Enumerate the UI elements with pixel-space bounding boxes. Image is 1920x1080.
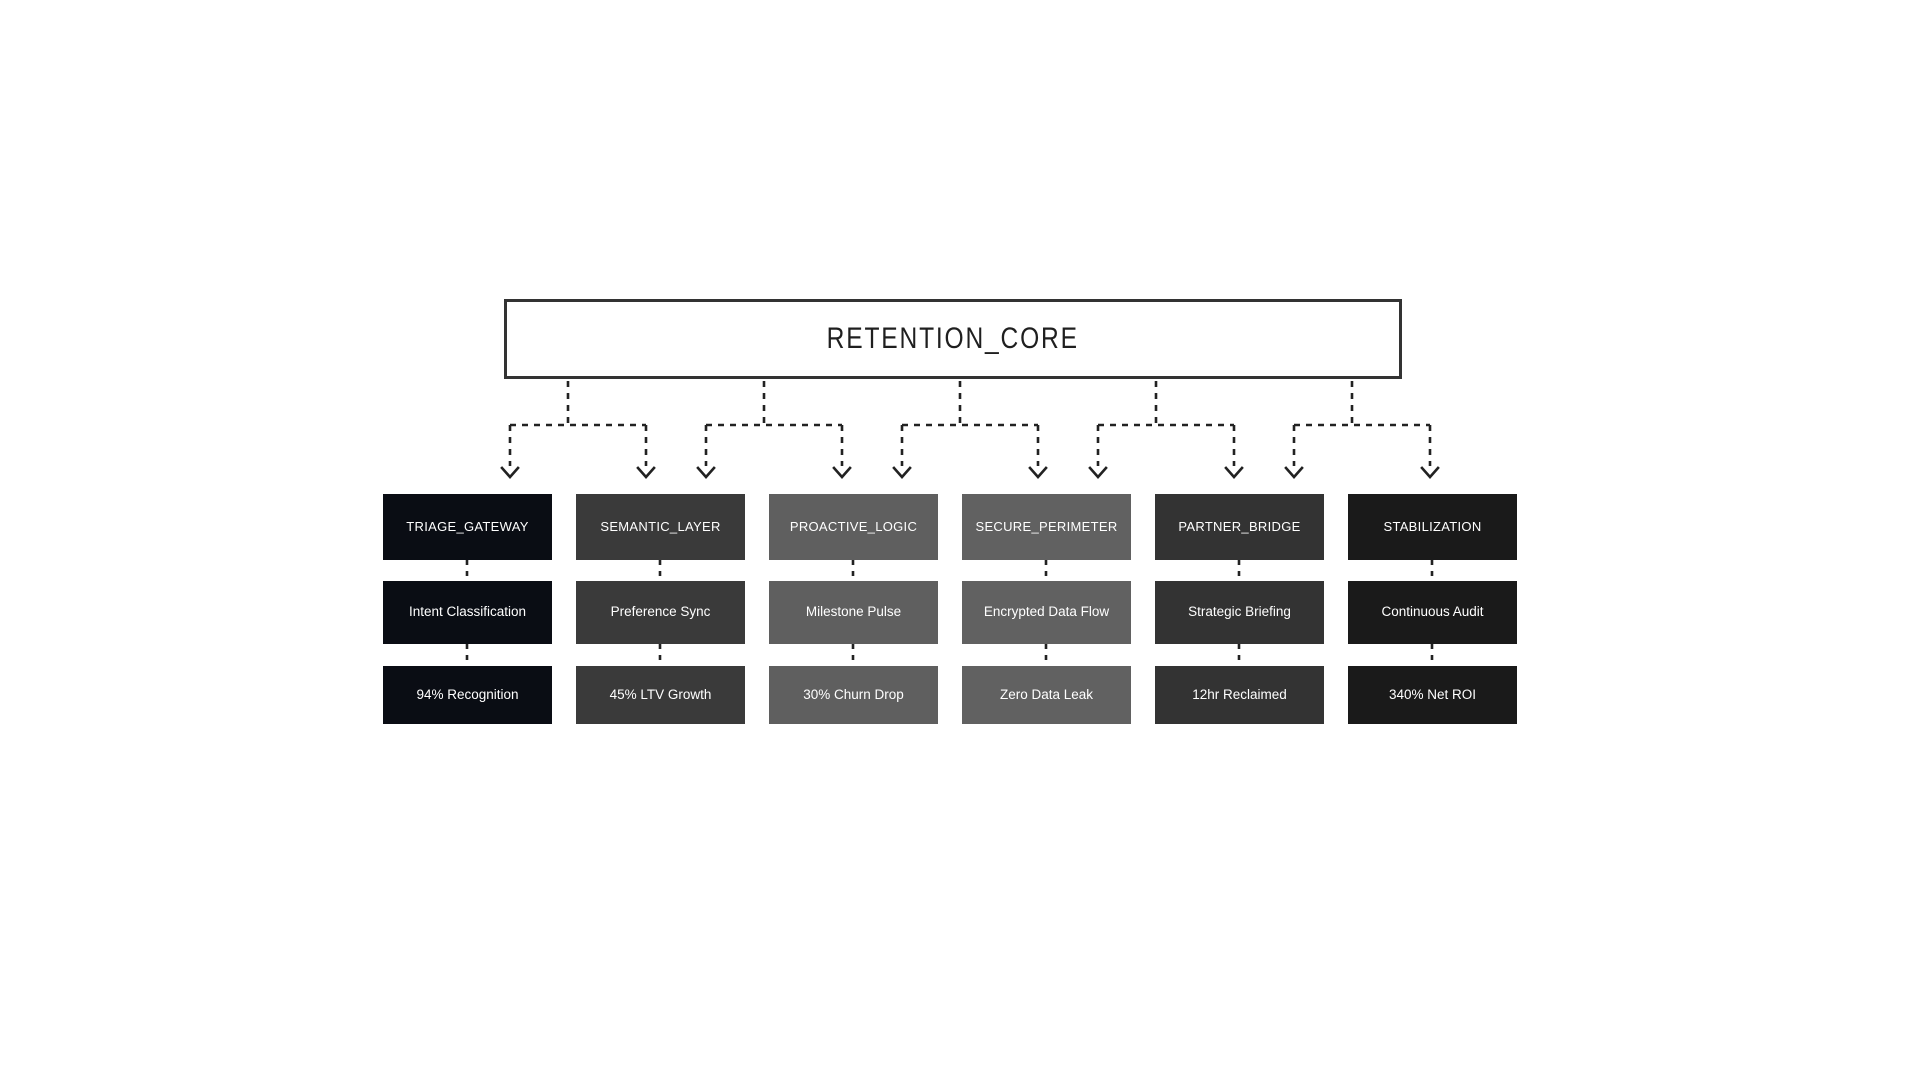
node-head-label: SEMANTIC_LAYER (600, 518, 721, 534)
node-head-proactive-logic[interactable]: PROACTIVE_LOGIC (769, 494, 938, 560)
node-capability-partner-bridge[interactable]: Strategic Briefing (1155, 581, 1324, 644)
node-outcome-label: Zero Data Leak (999, 686, 1094, 702)
column-group: TRIAGE_GATEWAY Intent Classification 94%… (383, 494, 1537, 790)
node-capability-stabilization[interactable]: Continuous Audit (1348, 581, 1517, 644)
node-capability-label: Strategic Briefing (1188, 604, 1291, 620)
node-outcome-label: 94% Recognition (416, 686, 519, 702)
node-head-label: SECURE_PERIMETER (975, 518, 1118, 534)
arrowhead-7 (1088, 466, 1108, 479)
node-outcome-stabilization[interactable]: 340% Net ROI (1348, 666, 1517, 724)
arrowhead-9 (1284, 466, 1304, 479)
node-outcome-proactive-logic[interactable]: 30% Churn Drop (769, 666, 938, 724)
root-node-label: RETENTION_CORE (826, 322, 1080, 355)
node-capability-proactive-logic[interactable]: Milestone Pulse (769, 581, 938, 644)
arrowhead-10 (1420, 466, 1440, 479)
arrowhead-8 (1224, 466, 1244, 479)
node-capability-label: Intent Classification (408, 604, 527, 620)
node-outcome-triage-gateway[interactable]: 94% Recognition (383, 666, 552, 724)
node-head-label: PARTNER_BRIDGE (1178, 518, 1301, 534)
node-capability-label: Preference Sync (610, 604, 711, 620)
node-outcome-label: 45% LTV Growth (609, 686, 712, 702)
node-capability-label: Milestone Pulse (805, 604, 902, 620)
node-head-secure-perimeter[interactable]: SECURE_PERIMETER (962, 494, 1131, 560)
node-capability-secure-perimeter[interactable]: Encrypted Data Flow (962, 581, 1131, 644)
root-node-retention-core[interactable]: RETENTION_CORE (504, 299, 1402, 379)
node-capability-semantic-layer[interactable]: Preference Sync (576, 581, 745, 644)
node-outcome-semantic-layer[interactable]: 45% LTV Growth (576, 666, 745, 724)
column-semantic-layer: SEMANTIC_LAYER Preference Sync 45% LTV G… (576, 494, 745, 724)
node-outcome-label: 30% Churn Drop (803, 686, 904, 702)
arrowhead-5 (892, 466, 912, 479)
node-outcome-label: 12hr Reclaimed (1192, 686, 1287, 702)
node-outcome-partner-bridge[interactable]: 12hr Reclaimed (1155, 666, 1324, 724)
column-proactive-logic: PROACTIVE_LOGIC Milestone Pulse 30% Chur… (769, 494, 938, 724)
node-head-label: PROACTIVE_LOGIC (789, 518, 918, 534)
node-capability-label: Continuous Audit (1381, 604, 1484, 620)
column-stabilization: STABILIZATION Continuous Audit 340% Net … (1348, 494, 1517, 724)
arrowhead-6 (1028, 466, 1048, 479)
node-head-semantic-layer[interactable]: SEMANTIC_LAYER (576, 494, 745, 560)
arrowhead-1 (500, 466, 520, 479)
node-head-label: TRIAGE_GATEWAY (406, 518, 529, 534)
node-outcome-label: 340% Net ROI (1388, 686, 1477, 702)
arrowhead-3 (696, 466, 716, 479)
node-capability-triage-gateway[interactable]: Intent Classification (383, 581, 552, 644)
node-head-partner-bridge[interactable]: PARTNER_BRIDGE (1155, 494, 1324, 560)
column-partner-bridge: PARTNER_BRIDGE Strategic Briefing 12hr R… (1155, 494, 1324, 724)
node-capability-label: Encrypted Data Flow (983, 604, 1110, 620)
arrowhead-2 (636, 466, 656, 479)
column-secure-perimeter: SECURE_PERIMETER Encrypted Data Flow Zer… (962, 494, 1131, 724)
node-head-label: STABILIZATION (1383, 518, 1482, 534)
node-head-stabilization[interactable]: STABILIZATION (1348, 494, 1517, 560)
column-triage-gateway: TRIAGE_GATEWAY Intent Classification 94%… (383, 494, 552, 724)
node-outcome-secure-perimeter[interactable]: Zero Data Leak (962, 666, 1131, 724)
node-head-triage-gateway[interactable]: TRIAGE_GATEWAY (383, 494, 552, 560)
arrowhead-4 (832, 466, 852, 479)
